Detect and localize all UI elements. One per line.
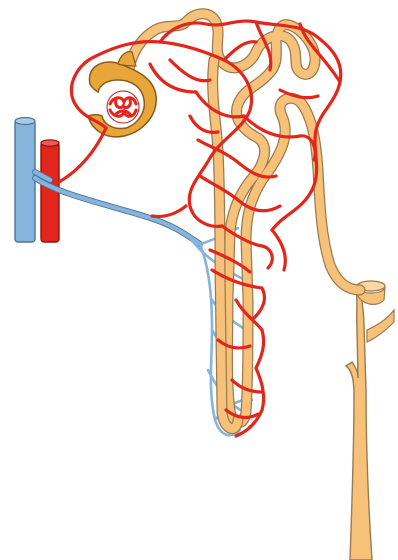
renal-vein bbox=[15, 118, 35, 243]
collecting-duct bbox=[346, 281, 394, 560]
glomerulus bbox=[107, 91, 139, 123]
